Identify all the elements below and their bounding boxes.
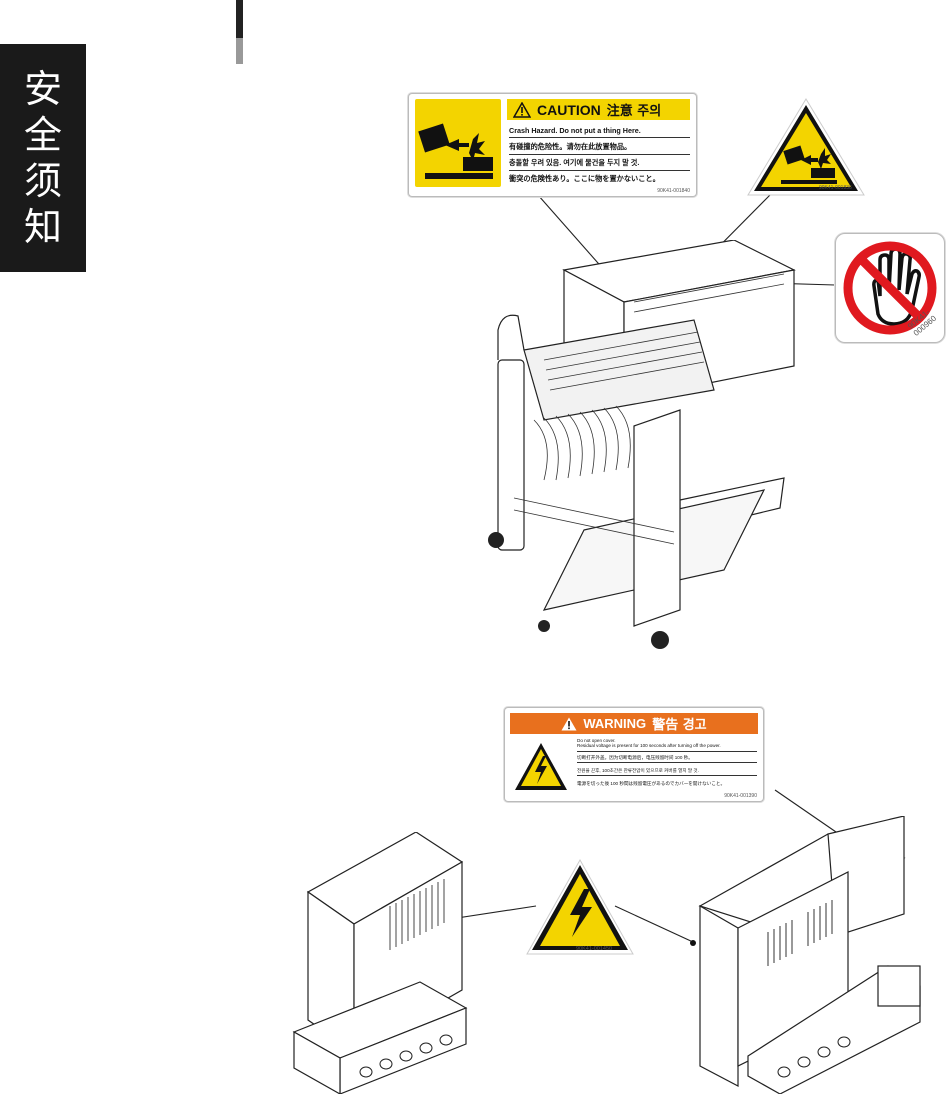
warning-line-text: Residual voltage is present for 100 seco…	[577, 743, 721, 749]
electric-shock-triangle-icon	[526, 858, 634, 955]
feeder-cart-illustration	[488, 240, 796, 649]
crash-hazard-icon	[415, 99, 501, 187]
no-touch-hand-icon	[843, 241, 937, 335]
shock-triangle-label: 90K41-001450	[524, 857, 636, 957]
shock-triangle-code: 90K41-001450	[576, 946, 613, 952]
section-tab-char: 全	[23, 113, 62, 157]
caution-header: CAUTION 注意 주의	[507, 99, 690, 120]
warning-line: 전원을 끈후, 100초간은 잔류전압이 있으므로 커버를 열지 말 것.	[577, 768, 757, 777]
caution-line: 衝突の危険性あり。ここに物を置かないこと。	[509, 174, 660, 183]
crash-warning-triangle-icon	[747, 98, 865, 196]
caution-label: CAUTION 注意 주의 Crash Hazard. Do not put a…	[408, 93, 697, 197]
crash-triangle-label: 90K41-001836	[745, 96, 867, 198]
no-touch-label: 90K41-000960	[835, 233, 945, 343]
caution-code: 90K41-001840	[657, 188, 690, 194]
electric-shock-icon	[513, 740, 569, 796]
power-unit-rear-illustration	[698, 816, 921, 1094]
section-tab: 安 全 须 知	[0, 44, 86, 272]
caution-title: CAUTION	[537, 101, 601, 118]
caution-line: Crash Hazard. Do not put a thing Here.	[509, 126, 690, 138]
section-tab-char: 知	[23, 205, 62, 249]
caution-line: 有碰撞的危险性。请勿在此放置物品。	[509, 142, 690, 155]
warning-label: WARNING 警告 경고 Do not open cover. Residua…	[504, 707, 764, 802]
header-bar	[236, 0, 243, 64]
caution-line: 충돌할 우려 있음. 여기에 물건을 두지 말 것.	[509, 158, 690, 171]
warning-icon	[561, 717, 577, 730]
warning-line: 切断打开外盖。因为切断电源后，电压残留时间 100 秒。	[577, 755, 757, 764]
warning-line: Do not open cover. Residual voltage is p…	[577, 738, 757, 752]
warning-line: 電源を切った後 100 秒間は残留電圧があるのでカバーを開けないこと。	[577, 781, 726, 786]
warning-title: WARNING	[583, 716, 647, 731]
caution-title-cjk: 注意 주의	[606, 104, 662, 119]
section-tab-char: 须	[23, 159, 62, 203]
section-tab-char: 安	[23, 67, 62, 111]
warning-header: WARNING 警告 경고	[510, 713, 758, 734]
crash-triangle-code: 90K41-001836	[819, 185, 852, 191]
warning-line-text: Do not open cover.	[577, 738, 616, 743]
warning-code: 90K41-001390	[724, 793, 757, 799]
power-unit-front-illustration	[292, 832, 468, 1094]
caution-icon	[513, 101, 531, 118]
warning-title-cjk: 警告 경고	[652, 718, 707, 733]
